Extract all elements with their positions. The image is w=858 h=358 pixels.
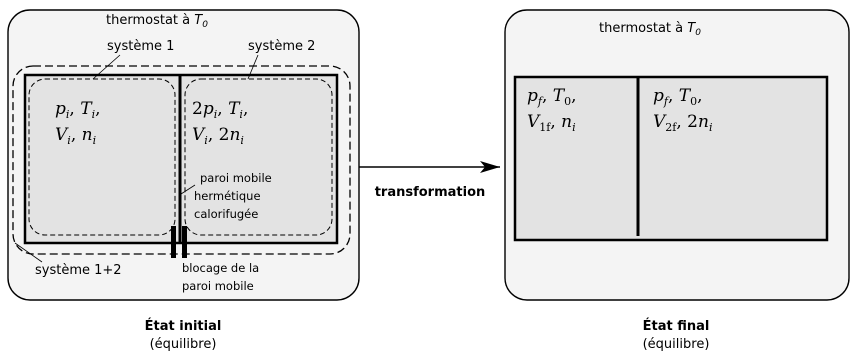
initial-right-state-line1: 2pi, Ti, [192,99,248,121]
final-thermostat-label: thermostat à T0 [599,21,701,38]
system12-label: système 1+2 [35,263,122,278]
blocking-label: blocage de la paroi mobile [182,261,263,293]
system12-leader [14,242,43,263]
system12-boundary [12,65,351,255]
final-caption-sub: (équilibre) [643,337,710,352]
system1-leader [92,54,121,80]
transformation-arrow: transformation [359,161,500,200]
final-right-state-line1: pf, T0, [653,86,703,108]
system1-label: système 1 [107,39,174,54]
blocking-pins [171,226,187,258]
wall-label-leader [180,184,196,195]
initial-state: thermostat à T0 système 1 système 2 syst… [7,9,360,352]
system2-boundary [184,78,333,236]
initial-caption-title: État initial [145,318,222,334]
final-left-state-line1: pf, T0, [527,86,577,108]
system2-leader [247,54,259,80]
initial-caption-sub: (équilibre) [150,337,217,352]
final-state: thermostat à T0 pf, T0, V1f, ni pf, T0, … [504,9,850,352]
final-right-state-line2: V2f, 2ni [653,112,712,134]
final-left-state-line2: V1f, ni [527,112,576,134]
initial-left-state-line2: Vi, ni [55,125,96,147]
system2-label: système 2 [248,39,315,54]
system1-boundary [28,78,176,236]
transformation-label: transformation [375,185,486,200]
initial-right-state-line2: Vi, 2ni [192,125,244,147]
initial-thermostat-label: thermostat à T0 [106,13,208,30]
final-container [513,75,829,242]
initial-left-state-line1: pi, Ti, [55,99,101,121]
final-caption-title: État final [643,318,710,334]
wall-label: paroi mobile hermétique calorifugée [194,171,275,221]
